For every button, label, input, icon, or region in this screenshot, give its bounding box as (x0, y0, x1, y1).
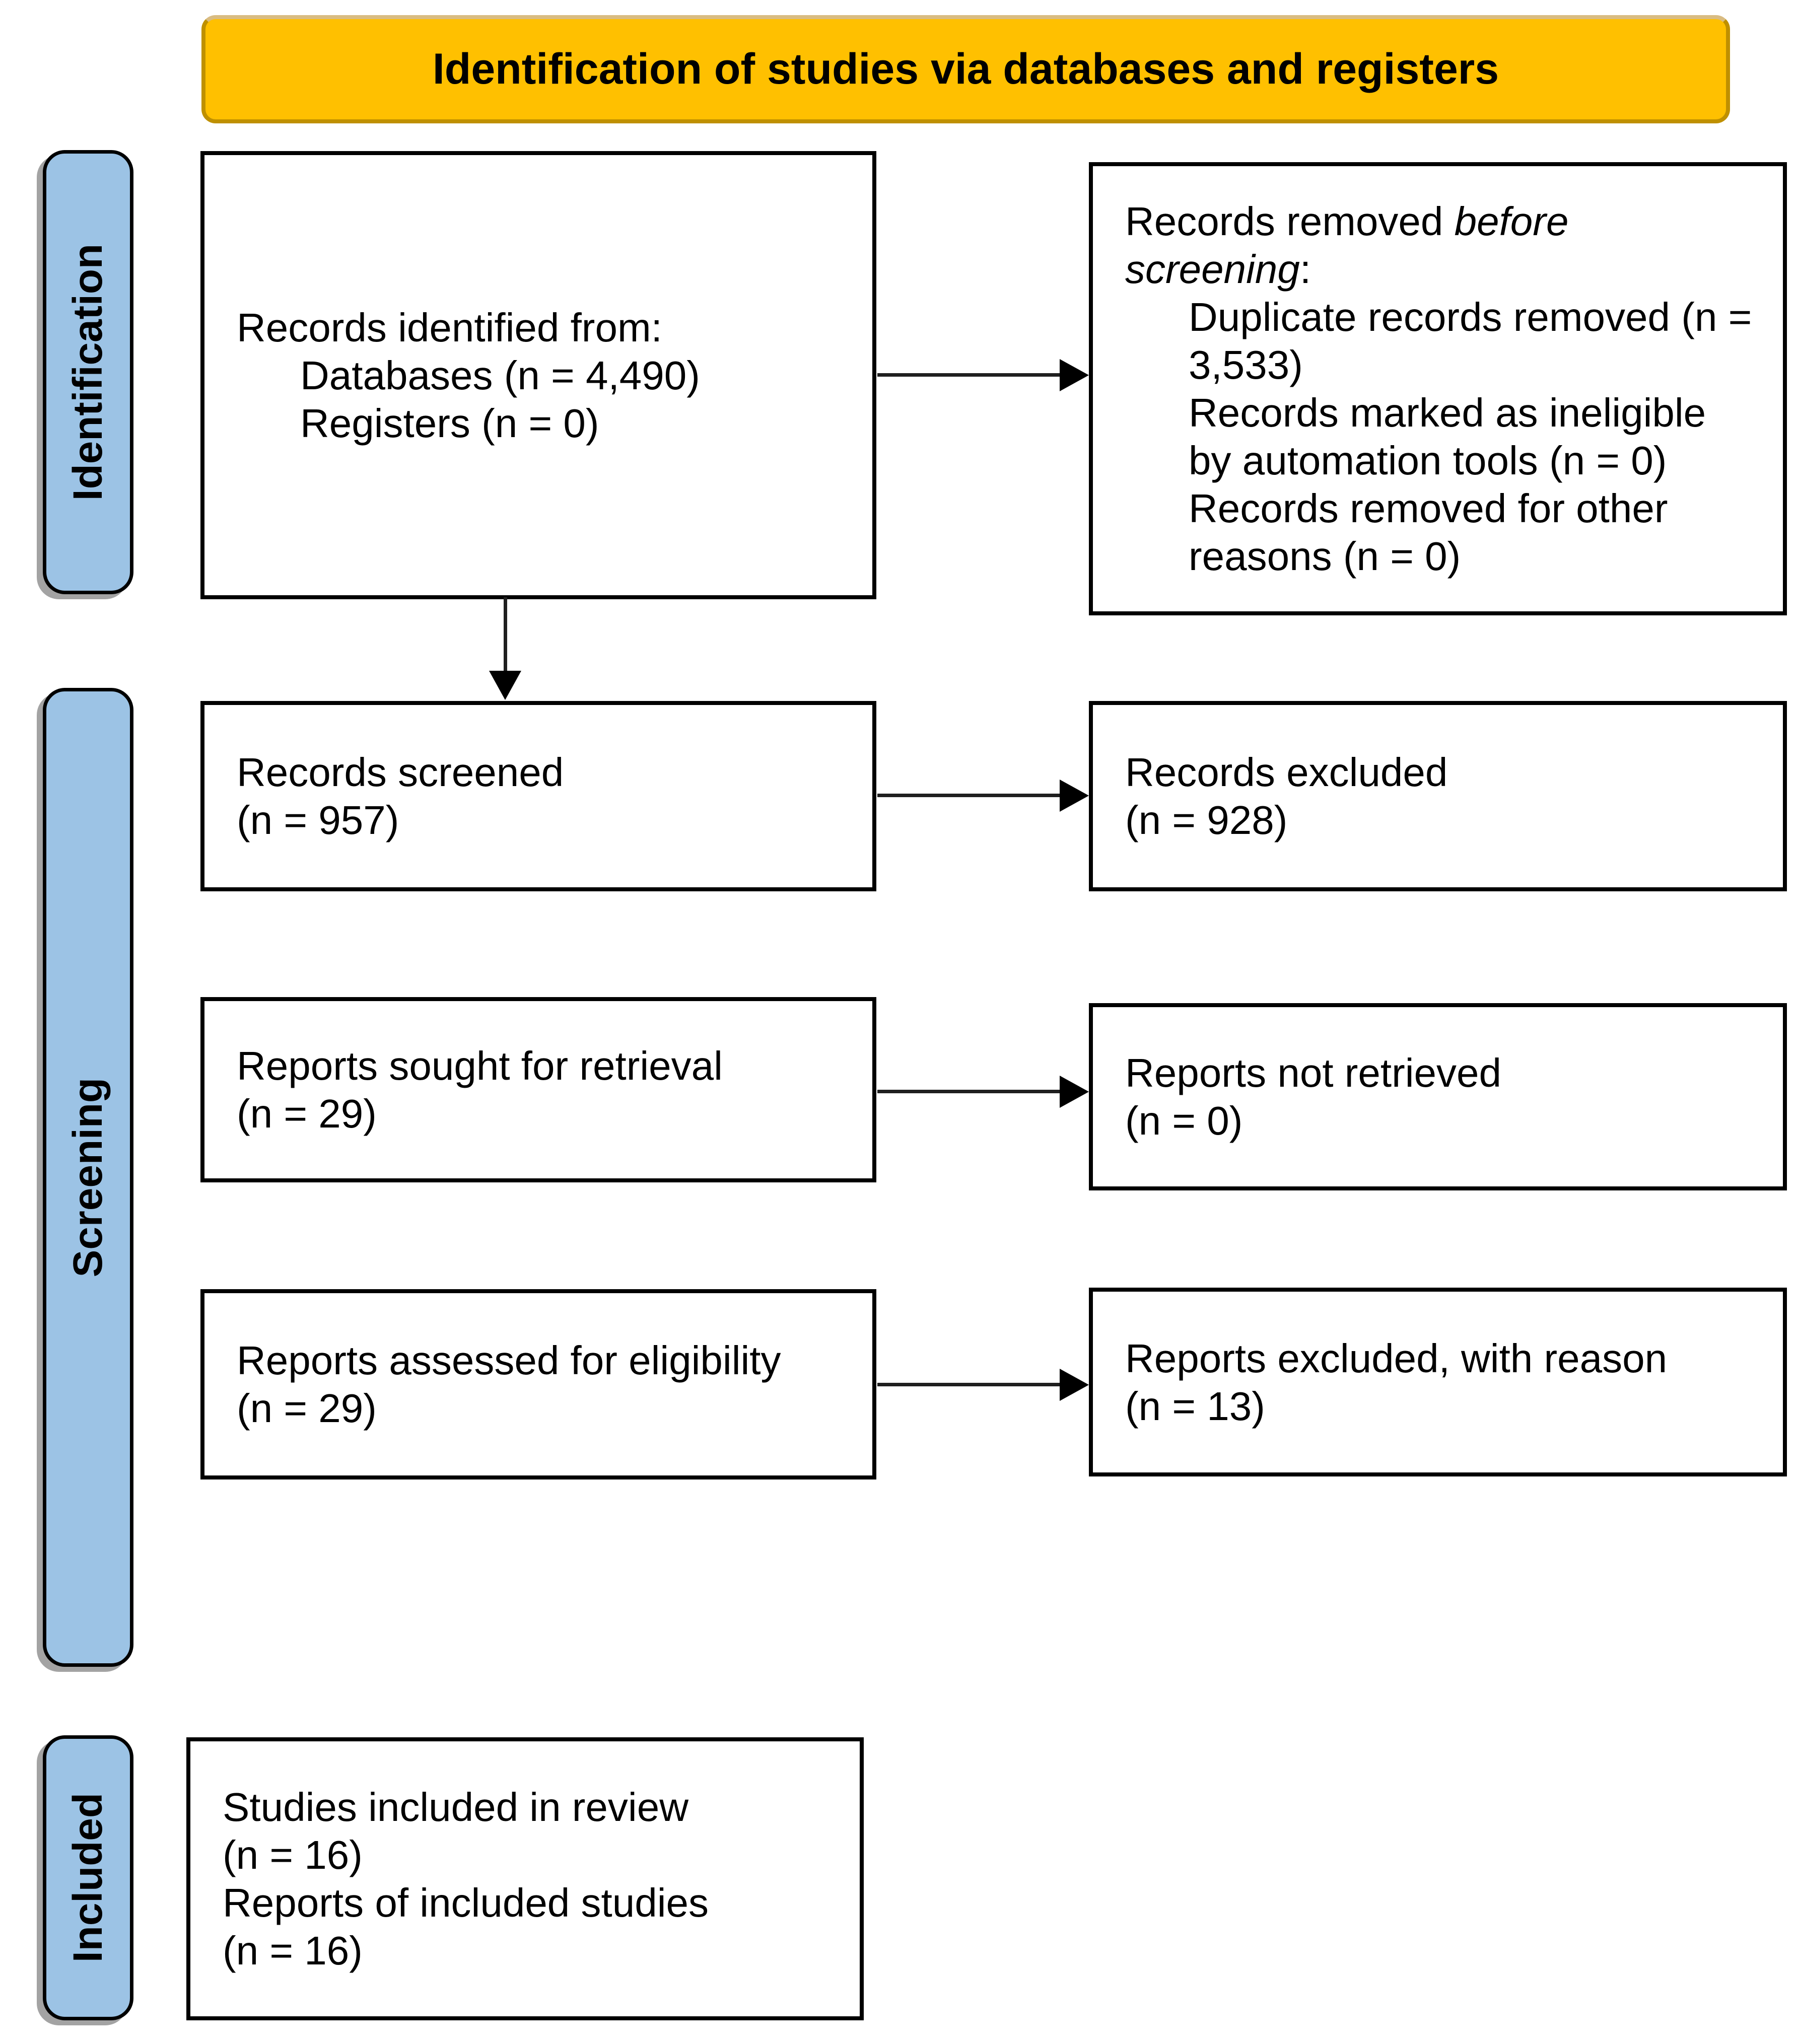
reports-assessed-label: Reports assessed for eligibility (237, 1338, 781, 1383)
records-identified-databases: Databases (n = 4,490) (300, 353, 700, 398)
arrow-line (877, 373, 1062, 377)
reports-sought-count: (n = 29) (237, 1091, 377, 1136)
box-records-identified: Records identified from: Databases (n = … (200, 151, 876, 599)
stage-label-screening: Screening (65, 1077, 111, 1278)
box-reports-assessed: Reports assessed for eligibility (n = 29… (200, 1289, 876, 1479)
stage-bar-included: Included (43, 1735, 133, 2020)
stage-bar-screening: Screening (43, 688, 133, 1667)
records-screened-label: Records screened (237, 750, 564, 795)
records-removed-italic: before screening (1125, 199, 1569, 292)
reports-not-retrieved-label: Reports not retrieved (1125, 1050, 1502, 1095)
records-removed-automation: Records marked as ineligible by automati… (1189, 390, 1706, 483)
box-records-excluded: Records excluded (n = 928) (1089, 701, 1787, 891)
arrow-head-right-icon (1060, 1076, 1089, 1108)
arrow-head-right-icon (1060, 1369, 1089, 1401)
records-removed-other: Records removed for other reasons (n = 0… (1189, 486, 1668, 579)
arrow-line (504, 597, 507, 673)
arrow-line (877, 794, 1062, 797)
reports-assessed-count: (n = 29) (237, 1386, 377, 1431)
records-identified-line: Records identified from: (237, 305, 662, 350)
banner-title: Identification of studies via databases … (201, 15, 1730, 123)
studies-included-line: Studies included in review (223, 1785, 688, 1829)
reports-not-retrieved-count: (n = 0) (1125, 1098, 1243, 1143)
stage-label-included: Included (65, 1793, 111, 1963)
studies-included-count: (n = 16) (223, 1832, 363, 1877)
arrow-head-right-icon (1060, 359, 1089, 391)
box-reports-excluded: Reports excluded, with reason (n = 13) (1089, 1288, 1787, 1476)
reports-included-count: (n = 16) (223, 1928, 363, 1973)
reports-sought-label: Reports sought for retrieval (237, 1043, 723, 1088)
box-reports-sought: Reports sought for retrieval (n = 29) (200, 997, 876, 1182)
stage-label-identification: Identification (65, 243, 111, 501)
reports-included-line: Reports of included studies (223, 1880, 709, 1925)
arrow-line (877, 1090, 1062, 1093)
stage-bar-identification: Identification (43, 150, 133, 594)
box-records-screened: Records screened (n = 957) (200, 701, 876, 891)
reports-excluded-label: Reports excluded, with reason (1125, 1335, 1668, 1381)
reports-excluded-count: (n = 13) (1125, 1383, 1265, 1429)
records-screened-count: (n = 957) (237, 798, 399, 842)
records-removed-suffix: : (1299, 247, 1311, 292)
box-studies-included: Studies included in review (n = 16) Repo… (186, 1737, 864, 2020)
records-excluded-label: Records excluded (1125, 750, 1448, 795)
records-excluded-count: (n = 928) (1125, 798, 1288, 842)
records-removed-prefix: Records removed (1125, 199, 1455, 244)
box-records-removed: Records removed before screening: Duplic… (1089, 162, 1787, 615)
records-removed-duplicates: Duplicate records removed (n = 3,533) (1189, 295, 1752, 387)
arrow-line (877, 1383, 1062, 1386)
arrow-head-right-icon (1060, 780, 1089, 812)
arrow-head-down-icon (489, 671, 521, 700)
records-removed-line: Records removed before screening: (1125, 197, 1753, 293)
box-reports-not-retrieved: Reports not retrieved (n = 0) (1089, 1003, 1787, 1190)
records-identified-registers: Registers (n = 0) (300, 400, 599, 446)
